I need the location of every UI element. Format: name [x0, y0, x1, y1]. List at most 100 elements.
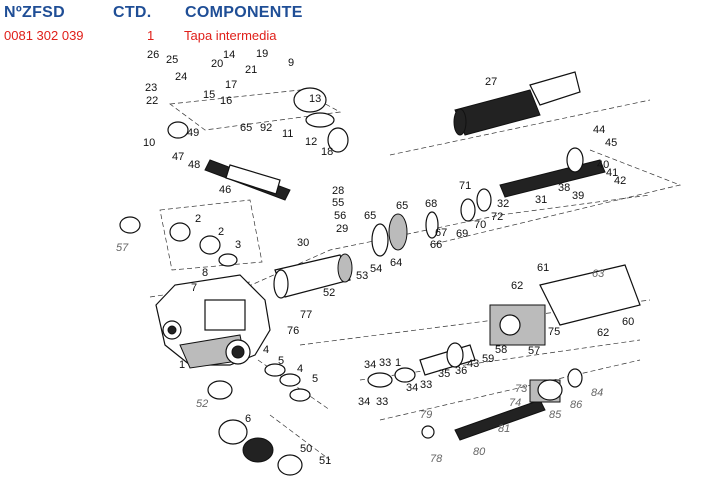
callout-label: 2	[218, 226, 224, 238]
callout-label: 79	[420, 409, 432, 421]
callout-label: 5	[312, 373, 318, 385]
cylinder-tube	[273, 253, 353, 299]
callout-label: 36	[455, 365, 467, 377]
callout-label: 18	[321, 146, 333, 158]
callout-label: 9	[288, 57, 294, 69]
callout-label: 47	[172, 151, 184, 163]
callout-label: 76	[287, 325, 299, 337]
callout-label: 24	[175, 71, 187, 83]
callout-label: 84	[591, 387, 603, 399]
callout-label: 46	[219, 184, 231, 196]
callout-label: 85	[549, 409, 562, 421]
main-housing	[155, 274, 271, 369]
callout-label: 33	[420, 379, 432, 391]
callout-label: 65	[240, 122, 252, 134]
callout-label: 70	[474, 219, 486, 231]
callout-label: 30	[297, 237, 309, 249]
callout-label: 2	[195, 213, 201, 225]
callout-label: 35	[438, 368, 450, 380]
row-ref-number: 0081 302 039	[4, 28, 84, 43]
callout-label: 81	[498, 423, 510, 435]
callout-label: 51	[319, 455, 331, 467]
callout-label: 27	[485, 76, 497, 88]
right-housing	[489, 264, 641, 346]
callout-label: 21	[245, 64, 257, 76]
callout-label: 34	[364, 359, 376, 371]
piston-rod	[204, 159, 291, 201]
callout-label: 69	[456, 228, 468, 240]
callout-label: 12	[305, 136, 317, 148]
callout-label: 48	[188, 159, 200, 171]
callout-label: 52	[196, 398, 208, 410]
callout-label: 23	[145, 82, 157, 94]
header-ref-number: NºZFSD	[4, 4, 65, 21]
callout-label: 52	[323, 287, 335, 299]
callout-label: 14	[223, 49, 235, 61]
callout-label: 56	[334, 210, 346, 222]
callout-label: 59	[482, 353, 494, 365]
callout-label: 71	[459, 180, 471, 192]
callout-label: 1	[395, 357, 401, 369]
callout-label: 92	[260, 122, 272, 134]
callout-label: 60	[622, 316, 634, 328]
callout-label: 78	[430, 453, 443, 465]
callout-label: 40	[597, 159, 609, 171]
callout-label: 42	[614, 175, 626, 187]
callout-label: 61	[537, 262, 549, 274]
callout-label: 68	[425, 198, 437, 210]
callout-label: 41	[606, 167, 618, 179]
callout-label: 20	[211, 58, 223, 70]
worm-shaft	[499, 147, 606, 198]
callout-label: 33	[376, 396, 388, 408]
callout-label: 25	[166, 54, 178, 66]
callout-label: 10	[143, 137, 155, 149]
callout-label: 8	[202, 267, 208, 279]
callout-label: 50	[300, 443, 312, 455]
top-cylinder	[453, 71, 581, 136]
callout-label: 7	[191, 282, 197, 294]
callout-label: 4	[297, 363, 303, 375]
callout-label: 4	[263, 344, 269, 356]
callout-label: 16	[220, 95, 232, 107]
callout-label: 55	[332, 197, 344, 209]
callout-label: 31	[535, 194, 547, 206]
callout-label: 6	[245, 413, 251, 425]
part-callouts: 26 25 24 23 22 14 19 20 21 9 15 17 16 13…	[116, 48, 634, 467]
callout-label: 34	[406, 382, 418, 394]
callout-label: 17	[225, 79, 237, 91]
callout-label: 33	[379, 357, 391, 369]
callout-label: 1	[179, 359, 185, 371]
callout-label: 66	[430, 239, 442, 251]
callout-label: 75	[548, 326, 560, 338]
callout-label: 28	[332, 185, 344, 197]
callout-label: 65	[396, 200, 408, 212]
callout-label: 44	[593, 124, 605, 136]
callout-label: 49	[187, 127, 199, 139]
callout-label: 57	[528, 345, 540, 357]
callout-label: 62	[511, 280, 523, 292]
callout-label: 57	[116, 242, 129, 254]
header-quantity: CTD.	[113, 4, 152, 21]
callout-label: 3	[235, 239, 241, 251]
row-quantity: 1	[147, 28, 155, 43]
callout-label: 80	[473, 446, 486, 458]
callout-label: 45	[605, 137, 617, 149]
row-component: Tapa intermedia	[184, 28, 277, 43]
callout-label: 29	[336, 223, 348, 235]
callout-label: 67	[435, 227, 447, 239]
callout-label: 53	[356, 270, 368, 282]
callout-label: 34	[358, 396, 370, 408]
callout-label: 38	[558, 182, 570, 194]
header-component: COMPONENTE	[185, 4, 303, 21]
callout-label: 43	[467, 358, 479, 370]
callout-label: 58	[495, 344, 507, 356]
callout-label: 77	[300, 309, 312, 321]
callout-label: 63	[592, 268, 605, 280]
callout-label: 11	[282, 128, 293, 140]
callout-label: 65	[364, 210, 376, 222]
callout-label: 74	[509, 397, 521, 409]
callout-label: 62	[597, 327, 609, 339]
callout-label: 19	[256, 48, 268, 60]
callout-label: 73	[515, 383, 528, 395]
